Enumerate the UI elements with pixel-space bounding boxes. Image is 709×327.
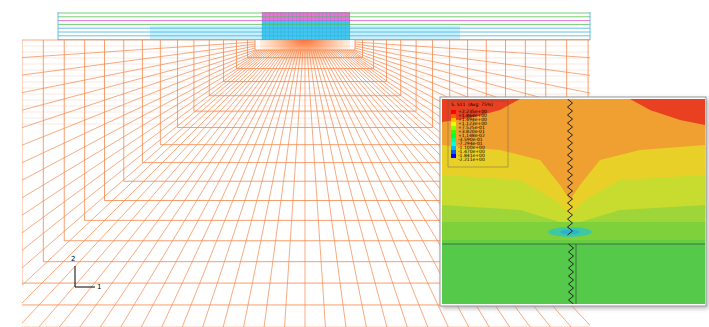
layer-line bbox=[58, 28, 590, 29]
crack-line bbox=[568, 99, 573, 235]
mesh-line bbox=[22, 76, 590, 77]
legend-text: -2.211e+00 bbox=[458, 158, 485, 163]
mesh-line bbox=[315, 50, 415, 327]
mesh-line bbox=[0, 50, 277, 327]
crack-line bbox=[569, 244, 574, 304]
mesh-line bbox=[239, 50, 299, 327]
mesh-line bbox=[0, 50, 265, 260]
layer-line bbox=[58, 24, 590, 25]
legend-text: (Avg: 75%) bbox=[468, 103, 493, 108]
mesh-line bbox=[151, 50, 291, 327]
layer-line bbox=[58, 13, 590, 14]
mesh-line bbox=[283, 50, 303, 327]
mesh-line bbox=[22, 88, 590, 89]
mesh-line bbox=[129, 50, 289, 327]
mesh-line bbox=[63, 50, 283, 327]
contour-inset bbox=[440, 97, 706, 306]
mesh-line bbox=[22, 82, 590, 83]
mesh-line bbox=[0, 50, 275, 327]
mesh-line bbox=[0, 50, 259, 194]
legend-frame bbox=[448, 101, 508, 167]
mesh-line bbox=[22, 94, 590, 95]
legend-text: S, S11 bbox=[451, 103, 465, 108]
mesh-line bbox=[319, 50, 459, 327]
layer-line bbox=[58, 20, 590, 21]
mesh-line bbox=[0, 50, 263, 238]
mesh-line bbox=[22, 52, 590, 53]
axis-label: 1 bbox=[97, 284, 101, 291]
mesh-line bbox=[261, 50, 301, 327]
mesh-line bbox=[22, 46, 590, 47]
legend-row: -1.841e+00 bbox=[451, 154, 485, 159]
layer-line bbox=[58, 35, 590, 36]
mesh-line bbox=[173, 50, 293, 327]
layer-line bbox=[58, 32, 590, 33]
legend-value: -1.841e+00 bbox=[458, 154, 485, 159]
layer-line bbox=[58, 39, 590, 40]
mesh-line bbox=[85, 50, 285, 327]
axis-label: 2 bbox=[71, 256, 75, 263]
mesh-line bbox=[195, 50, 295, 327]
mesh-line bbox=[22, 58, 590, 59]
mesh-ring bbox=[255, 40, 355, 50]
layer-line bbox=[58, 16, 590, 17]
mesh-line bbox=[217, 50, 297, 327]
layer-bands bbox=[58, 12, 590, 40]
mesh-line bbox=[305, 50, 306, 327]
mesh-line bbox=[22, 64, 590, 65]
mesh-line bbox=[0, 50, 257, 172]
mesh-line bbox=[19, 50, 279, 327]
axis-triad bbox=[75, 266, 95, 287]
legend-swatch bbox=[451, 154, 456, 158]
mesh-line bbox=[41, 50, 281, 327]
mesh-line bbox=[22, 70, 590, 71]
